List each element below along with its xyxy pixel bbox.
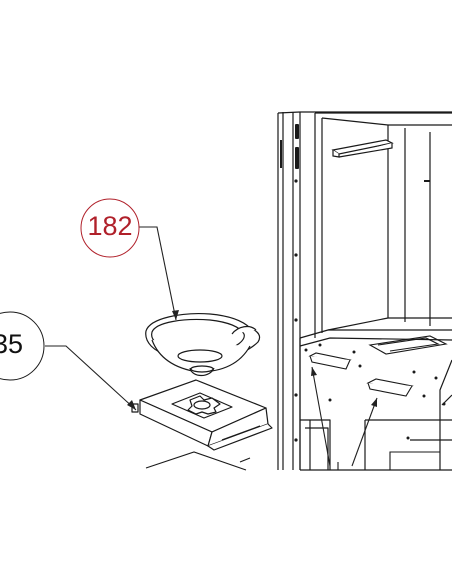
leader-lines [45,226,378,467]
upper-bracket [331,139,394,158]
callout-182: 182 [80,198,140,258]
cabinet-hinges [280,124,299,442]
callout-35-circle [0,311,45,381]
callout-35: 35 [0,311,45,381]
callout-182-circle [80,198,140,258]
lower-panel [337,451,440,470]
back-wall-slot [424,180,430,182]
callout-182-label: 182 [87,211,132,241]
base-block-part [131,379,273,451]
mounting-slots [308,352,414,397]
cabinet-frame [277,111,452,471]
callout-35-label: 35 [0,329,23,359]
leader-arrowheads [127,310,377,410]
floor-holes [304,343,446,440]
floor-tray [368,335,448,355]
lower-parts [145,451,251,471]
bowl-part [145,313,261,377]
